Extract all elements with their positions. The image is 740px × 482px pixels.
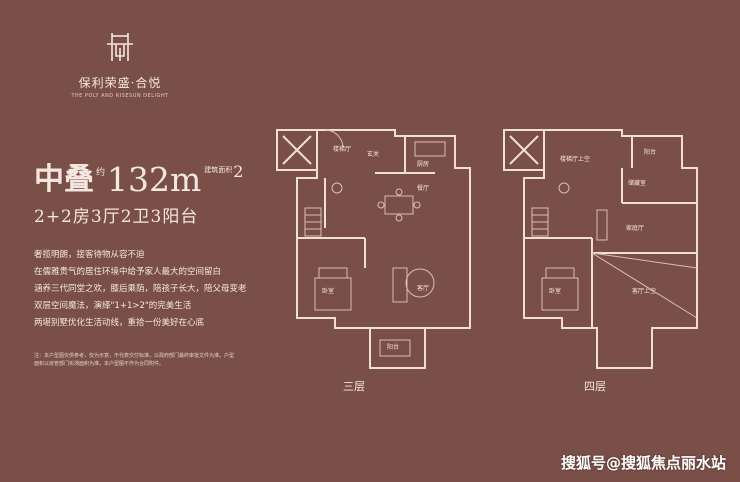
feature-item: 双层空间魔法，演绎"1+1>2"的完美生活 [34, 301, 192, 311]
room-living-upper: 客厅上空 [632, 287, 656, 295]
room-stair-hall-upper: 楼梯厅上空 [560, 155, 590, 163]
unit-type: 中叠 [34, 162, 94, 197]
void-lines [591, 252, 698, 319]
feature-list: 奢揽明朗，接客待物从容不迫 在儒雅贵气的居住环境中给予家人最大的空间留白 涵养三… [34, 247, 247, 332]
floor-plan-4: 楼梯厅上空 阳台 储藏室 家庭厅 卧室 客厅上空 [492, 118, 702, 378]
disclaimer-text: 注：本户型图仅供参考，仅为示意，不代表交付标准，以政府部门最终审批文件为准。户型… [34, 353, 235, 367]
room-storage: 储藏室 [628, 179, 646, 187]
logo-name: 保利荣盛·合悦 [78, 76, 162, 90]
area-unit-superscript: 2 [233, 162, 244, 181]
feature-item: 涵养三代同堂之欢，膝后乘荫，陪孩子长大，陪父母变老 [34, 284, 247, 294]
floor-4-outline [523, 129, 698, 369]
entry-door-arc [324, 129, 344, 149]
brand-logo: 保利荣盛·合悦 THE POLY AND RISESUN DELIGHT [60, 30, 180, 99]
floor-3-outline [296, 129, 471, 369]
layout-summary: 2+2房3厅2卫3阳台 [34, 207, 199, 227]
room-family: 家庭厅 [626, 224, 644, 232]
feature-item: 在儒雅贵气的居住环境中给予家人最大的空间留白 [34, 267, 222, 277]
room-living: 客厅 [417, 284, 429, 292]
room-balcony: 阳台 [644, 148, 656, 156]
room-bedroom: 卧室 [322, 287, 334, 295]
feature-item: 两堪别墅优化生活动线，重拾一份美好在心底 [34, 318, 205, 328]
watermark: 搜狐号@搜狐焦点丽水站 [560, 454, 726, 472]
room-dining: 餐厅 [417, 184, 429, 192]
approx-label: 约 [96, 168, 106, 178]
floor-4-label: 四层 [584, 380, 606, 393]
floor-plan-3-drawing: 楼梯厅 玄关 厨房 餐厅 卧室 客厅 阳台 [276, 129, 471, 369]
room-stair-hall: 楼梯厅 [333, 145, 351, 153]
room-balcony: 阳台 [387, 343, 399, 351]
unit-area: 132m [107, 160, 202, 199]
floor-3-label: 三层 [343, 380, 365, 393]
feature-item: 奢揽明朗，接客待物从容不迫 [34, 250, 145, 260]
room-kitchen: 厨房 [417, 160, 429, 168]
logo-mark-icon [107, 33, 133, 61]
floor-plan-4-drawing: 楼梯厅上空 阳台 储藏室 家庭厅 卧室 客厅上空 [503, 129, 698, 369]
unit-headline: 中叠 约 132m 建筑面积 2 [34, 162, 243, 197]
room-entry: 玄关 [367, 150, 379, 158]
floor-plan-3: 楼梯厅 玄关 厨房 餐厅 卧室 客厅 阳台 [265, 118, 475, 378]
room-bedroom: 卧室 [549, 287, 561, 295]
logo-subtitle: THE POLY AND RISESUN DELIGHT [71, 93, 169, 99]
area-label: 建筑面积 [204, 166, 233, 174]
